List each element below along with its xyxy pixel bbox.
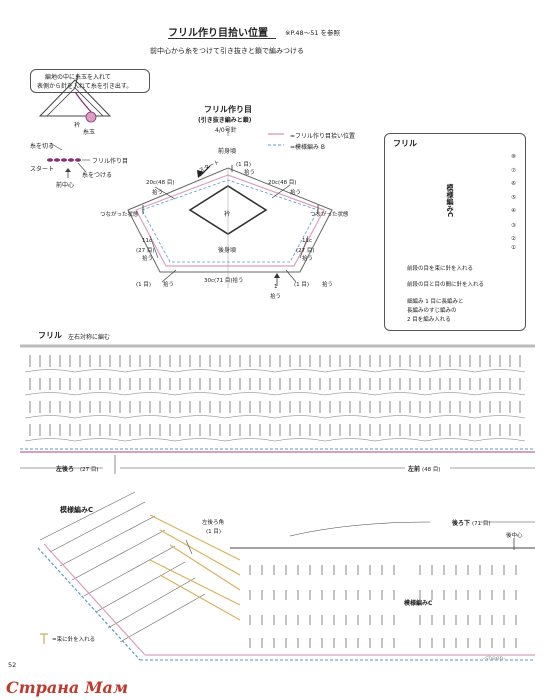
front-center-label: 前中心	[56, 182, 75, 189]
bottom-30c-label: 30c(71 目)拾う	[204, 278, 244, 284]
callout-line-2: 表側から針を入れて糸を引き出す。	[37, 83, 133, 90]
pick-word-left2: 拾う	[142, 256, 154, 262]
page-title: フリル作り目拾い位置	[168, 28, 268, 39]
yarn-cut-label: 糸を切る	[30, 143, 55, 150]
corner-count: (1 目)	[206, 529, 222, 535]
footer-bar	[0, 676, 559, 700]
legend-row-1: ①	[511, 245, 516, 251]
legend-row-6: ⑥	[511, 181, 516, 187]
pick-one-br: (1 目)	[294, 282, 310, 288]
back-center-label: 後中心	[506, 533, 523, 539]
left-27-label: (27 目)	[136, 248, 155, 254]
left-11c-label: 11c	[142, 238, 153, 244]
legend-pattern-c: 模様編みC	[446, 184, 454, 218]
corner-stitch-chart	[37, 491, 535, 661]
corner-label: 左後ろ角	[202, 520, 225, 526]
instruction-callout: 編地の中に糸玉を入れて 表側から針を入れて糸を引き出す。	[30, 69, 150, 93]
yarn-eri-label: 衿	[74, 122, 81, 129]
legend-row-4: ④	[511, 208, 516, 214]
front-neck-label: 前身頃	[218, 148, 237, 155]
right-20c-label: 20c(48 目)	[268, 180, 297, 186]
page-number: 52	[8, 661, 17, 669]
right-27-label: (27 目)	[296, 248, 315, 254]
pick-one-bl: (1 目)	[136, 282, 152, 288]
legend-frill-position: =フリル作り目拾い位置	[290, 133, 356, 140]
left-20c-label: 20c(48 目)	[146, 180, 175, 186]
yarn-ball-detail	[38, 73, 112, 178]
page-subtitle: 前中心から糸をつけて引き抜きと鎖で編みつける	[150, 47, 304, 55]
pick-word-right: 拾う	[290, 190, 302, 196]
legend-note-3a: 細編み 1 目に長編みと	[407, 299, 464, 305]
back-below-label: 後ろ下	[452, 520, 471, 527]
legend-note-2: 前段の目と目の間に針を入れる	[407, 282, 485, 288]
bottom-pattern-c2-label: 模様編みC	[404, 600, 433, 607]
bottom-one-label: 1	[274, 284, 278, 290]
left-back-label: 左後ろ	[56, 466, 75, 473]
title-underline	[168, 38, 276, 39]
legend-note-3b: 長編みのすじ編みの	[407, 308, 457, 314]
pick-word-left: 拾う	[152, 190, 164, 196]
legend-note-1: 前段の目を束に針を入れる	[407, 266, 474, 272]
frill-section-title: フリル	[38, 331, 62, 340]
schematic-subtitle: (引き抜き編みと鎖)	[198, 117, 252, 124]
legend-row-3: ③	[511, 223, 516, 229]
legend-row-7: ⑦	[511, 168, 516, 174]
frill-legend-box: フリル 模様編みC ⑧ ⑦ ⑥ ⑤ ④ ③ ② ① 前段の目を束に針を入れる 前…	[384, 133, 526, 331]
pick-one-top: (1 目)	[236, 162, 252, 168]
pick-word-bottom: 拾う	[270, 294, 282, 300]
yarn-attach-label: 糸をつける	[82, 172, 113, 179]
legend-pattern-b: =模様編み B	[290, 144, 326, 151]
needle-size: 4/0号針	[215, 127, 237, 134]
legend-note-3c: 2 目を編み入れる	[407, 317, 451, 323]
legend-title: フリル	[393, 139, 417, 148]
left-front-count: (48 目)	[422, 467, 441, 473]
pick-word-br: 拾う	[322, 282, 334, 288]
back-neck-label: 後身頃	[218, 247, 237, 254]
site-logo[interactable]: Страна Мам	[6, 678, 129, 697]
left-front-label: 左前	[408, 466, 421, 473]
frill-cast-on-label: フリル作り目	[92, 158, 129, 165]
left-back-count: (27 目)	[80, 467, 99, 473]
yarn-start-label: スタート	[30, 166, 55, 173]
bottom-note-label: =束に針を入れる	[52, 637, 96, 643]
back-below-count: (71 目)	[472, 521, 491, 527]
connected-left-label: つながった状態	[100, 212, 139, 218]
legend-row-5: ⑤	[511, 195, 516, 201]
frill-stitch-rows	[20, 344, 535, 474]
legend-row-8: ⑧	[511, 154, 516, 160]
neckline-schematic	[127, 128, 333, 288]
pick-word-top: 拾う	[244, 170, 256, 176]
page-reference: ※P.48〜51 を参照	[285, 29, 341, 37]
watermark-text: -sheep-	[483, 655, 506, 662]
callout-line-1: 編地の中に糸玉を入れて	[45, 74, 111, 81]
schematic-title: フリル作り目	[204, 105, 252, 114]
legend-row-2: ②	[511, 236, 516, 242]
frill-section-note: 左右対称に編む	[68, 334, 111, 341]
connected-right-label: つながった状態	[310, 212, 349, 218]
pick-word-bl: 拾う	[163, 282, 175, 288]
pick-word-right2: 拾う	[302, 256, 314, 262]
eri-label: 衿	[224, 211, 231, 218]
bottom-pattern-c-label: 模様編みC	[60, 506, 94, 514]
yarn-ball-label: 糸玉	[83, 129, 96, 136]
right-11c-label: 11c	[302, 238, 313, 244]
